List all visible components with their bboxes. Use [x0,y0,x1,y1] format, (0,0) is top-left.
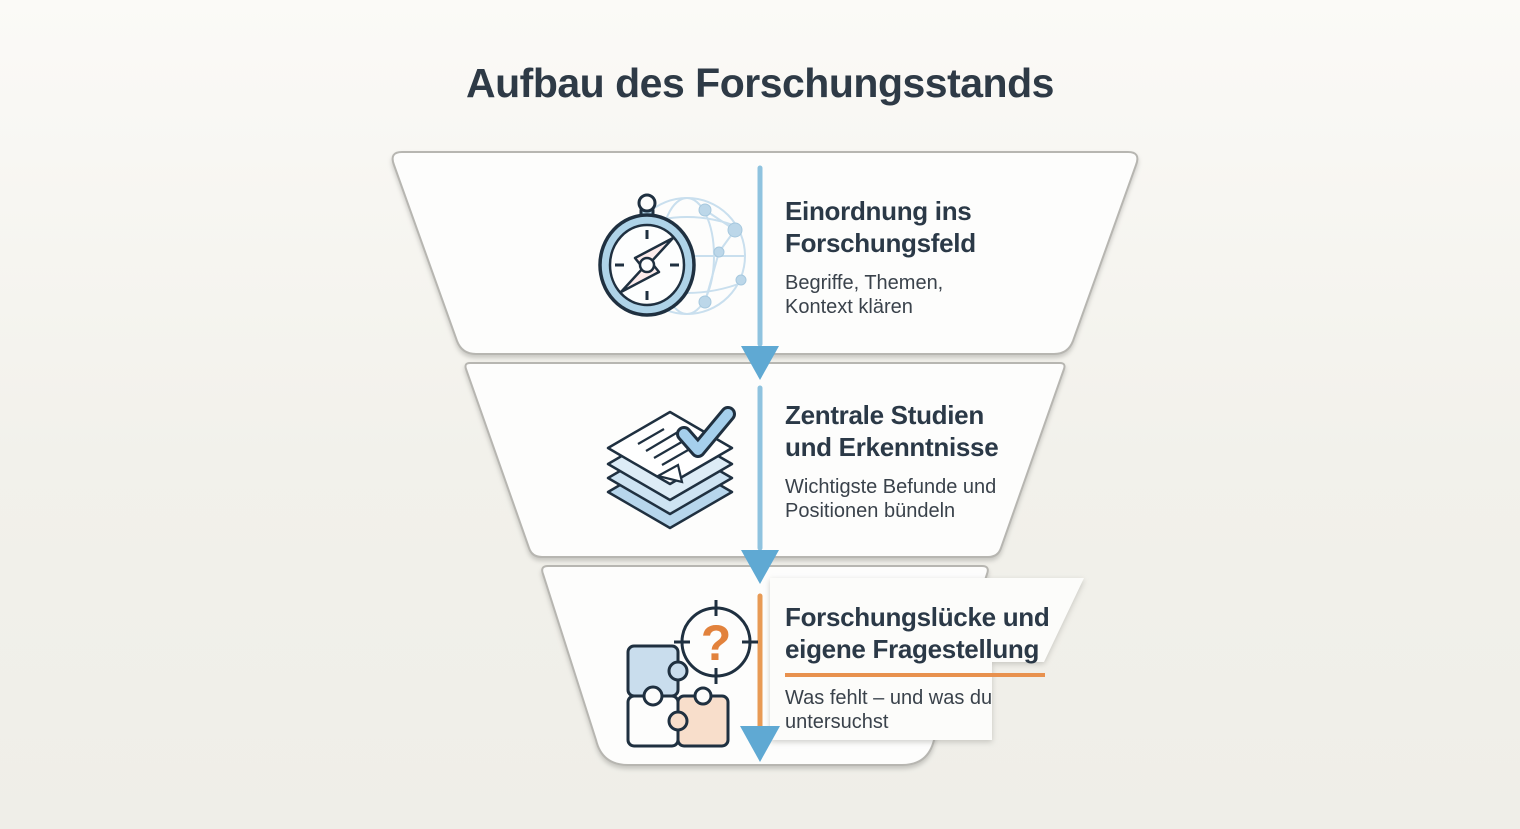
section-2-text: Zentrale Studien und Erkenntnisse Wichti… [785,400,1115,524]
network-nodes [698,203,747,309]
section-3-text: Forschungslücke und eigene Fragestellung… [785,602,1115,735]
section-3-accent-underline [785,673,1045,678]
funnel-segment-1 [391,151,1139,355]
section-2-heading: Zentrale Studien und Erkenntnisse [785,400,999,462]
section-1-heading: Einordnung ins Forschungsfeld [785,196,976,258]
paper-fold [655,463,684,484]
funnel-segment-2 [464,362,1066,558]
section-3-heading: Forschungslücke und eigene Fragestellung [785,602,1050,664]
page-title: Aufbau des Forschungsstands [466,60,1054,106]
question-mark: ? [701,615,732,671]
compass-globe-icon [598,193,747,317]
section-2-subtext: Wichtigste Befunde und Positionen bündel… [785,476,997,523]
arrow-down-3 [740,593,780,762]
puzzle-question-icon: ? [626,600,758,748]
section-1-text: Einordnung ins Forschungsfeld Begriffe, … [785,196,1115,320]
arrow-down-2 [741,385,779,584]
section3-text-backdrop [770,578,1084,740]
section-1-subtext: Begriffe, Themen, Kontext klären [785,272,944,319]
checkmark [676,406,736,458]
section-3-subtext: Was fehlt – und was du untersuchst [785,687,993,734]
document-stack-check-icon [606,406,736,530]
puzzle-pieces [626,644,730,748]
compass [598,193,696,317]
arrow-down-1 [741,165,779,380]
target-crosshair: ? [674,600,758,684]
